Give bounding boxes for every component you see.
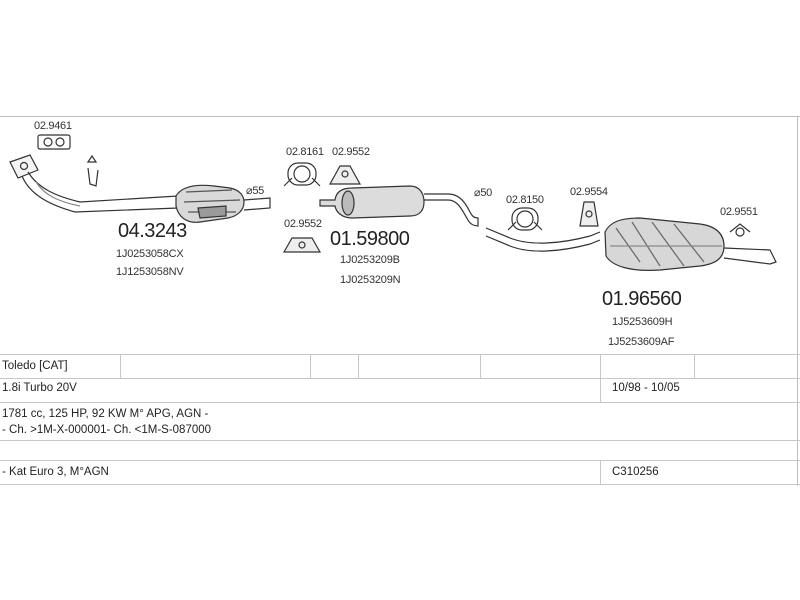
middle-silencer-oem-2: 1J0253209N (340, 274, 401, 286)
hanger-lower-icon (282, 237, 322, 253)
catalyst-part-number: 04.3243 (118, 220, 187, 242)
table-col-divider (120, 354, 121, 378)
clamp-54-icon (507, 207, 543, 231)
hanger-top-icon (328, 165, 362, 185)
table-col-divider (600, 378, 601, 402)
rear-silencer-part-number: 01.96560 (602, 288, 682, 310)
flange-gasket-ref: 02.9461 (34, 120, 72, 132)
clamp-54-ref: 02.8150 (506, 194, 544, 206)
rear-silencer-oem-2: 1J5253609AF (608, 336, 675, 348)
table-col-divider (310, 354, 311, 378)
table-row-engine: 1.8i Turbo 20V 10/98 - 10/05 (0, 380, 800, 398)
right-border (797, 116, 798, 486)
catalyst-oem-1: 1J0253058CX (116, 248, 184, 260)
hanger-d-ref: 02.9551 (720, 206, 758, 218)
middle-silencer-icon (319, 185, 479, 227)
catalyst-oem-2: 1J1253058NV (116, 266, 184, 278)
table-row-chassis: - Ch. >1M-X-000001- Ch. <1M-S-087000 (0, 422, 800, 440)
down-pipe-icon (21, 171, 179, 213)
hanger-b-ref: 02.9552 (284, 218, 322, 230)
table-col-divider (480, 354, 481, 378)
table-divider (0, 484, 800, 485)
table-divider (0, 440, 800, 441)
pipe-diameter: ⌀50 (474, 187, 492, 199)
table-divider (0, 402, 800, 403)
ring-clamp-icon (283, 162, 321, 187)
oxygen-sensor-icon (86, 154, 99, 187)
hanger-small-icon (729, 223, 751, 237)
engine-cell: 1.8i Turbo 20V (2, 382, 77, 394)
catalyst-diameter: ⌀55 (246, 185, 264, 197)
manifold-flange-icon (9, 154, 39, 179)
table-col-divider (600, 460, 601, 484)
code-cell: C310256 (612, 466, 659, 478)
table-divider (0, 354, 800, 355)
chassis-cell: - Ch. >1M-X-000001- Ch. <1M-S-087000 (2, 424, 212, 436)
intermediate-pipe-icon (485, 227, 601, 252)
table-col-divider (600, 354, 601, 378)
table-row-specs: 1781 cc, 125 HP, 92 KW M° APG, AGN - (0, 406, 800, 424)
middle-silencer-oem-1: 1J0253209B (340, 254, 400, 266)
specs-cell: 1781 cc, 125 HP, 92 KW M° APG, AGN - (2, 408, 209, 420)
middle-silencer-part-number: 01.59800 (330, 228, 410, 250)
table-col-divider (694, 354, 695, 378)
ring-clamp-ref: 02.8161 (286, 146, 324, 158)
table-col-divider (358, 354, 359, 378)
flange-gasket-icon (37, 134, 71, 150)
table-divider (0, 378, 800, 379)
years-cell: 10/98 - 10/05 (612, 382, 680, 394)
table-row-model: Toledo [CAT] (0, 358, 800, 376)
catalyst-icon (175, 184, 271, 223)
top-border (0, 116, 800, 117)
hanger-c-ref: 02.9554 (570, 186, 608, 198)
table-row-notes: - Kat Euro 3, M°AGN C310256 (0, 464, 800, 482)
hanger-rear-icon (579, 201, 599, 227)
model-cell: Toledo [CAT] (2, 360, 68, 372)
table-divider (0, 460, 800, 461)
notes-cell: - Kat Euro 3, M°AGN (2, 466, 109, 478)
rear-silencer-icon (604, 217, 777, 271)
rear-silencer-oem-1: 1J5253609H (612, 316, 673, 328)
hanger-a-ref: 02.9552 (332, 146, 370, 158)
